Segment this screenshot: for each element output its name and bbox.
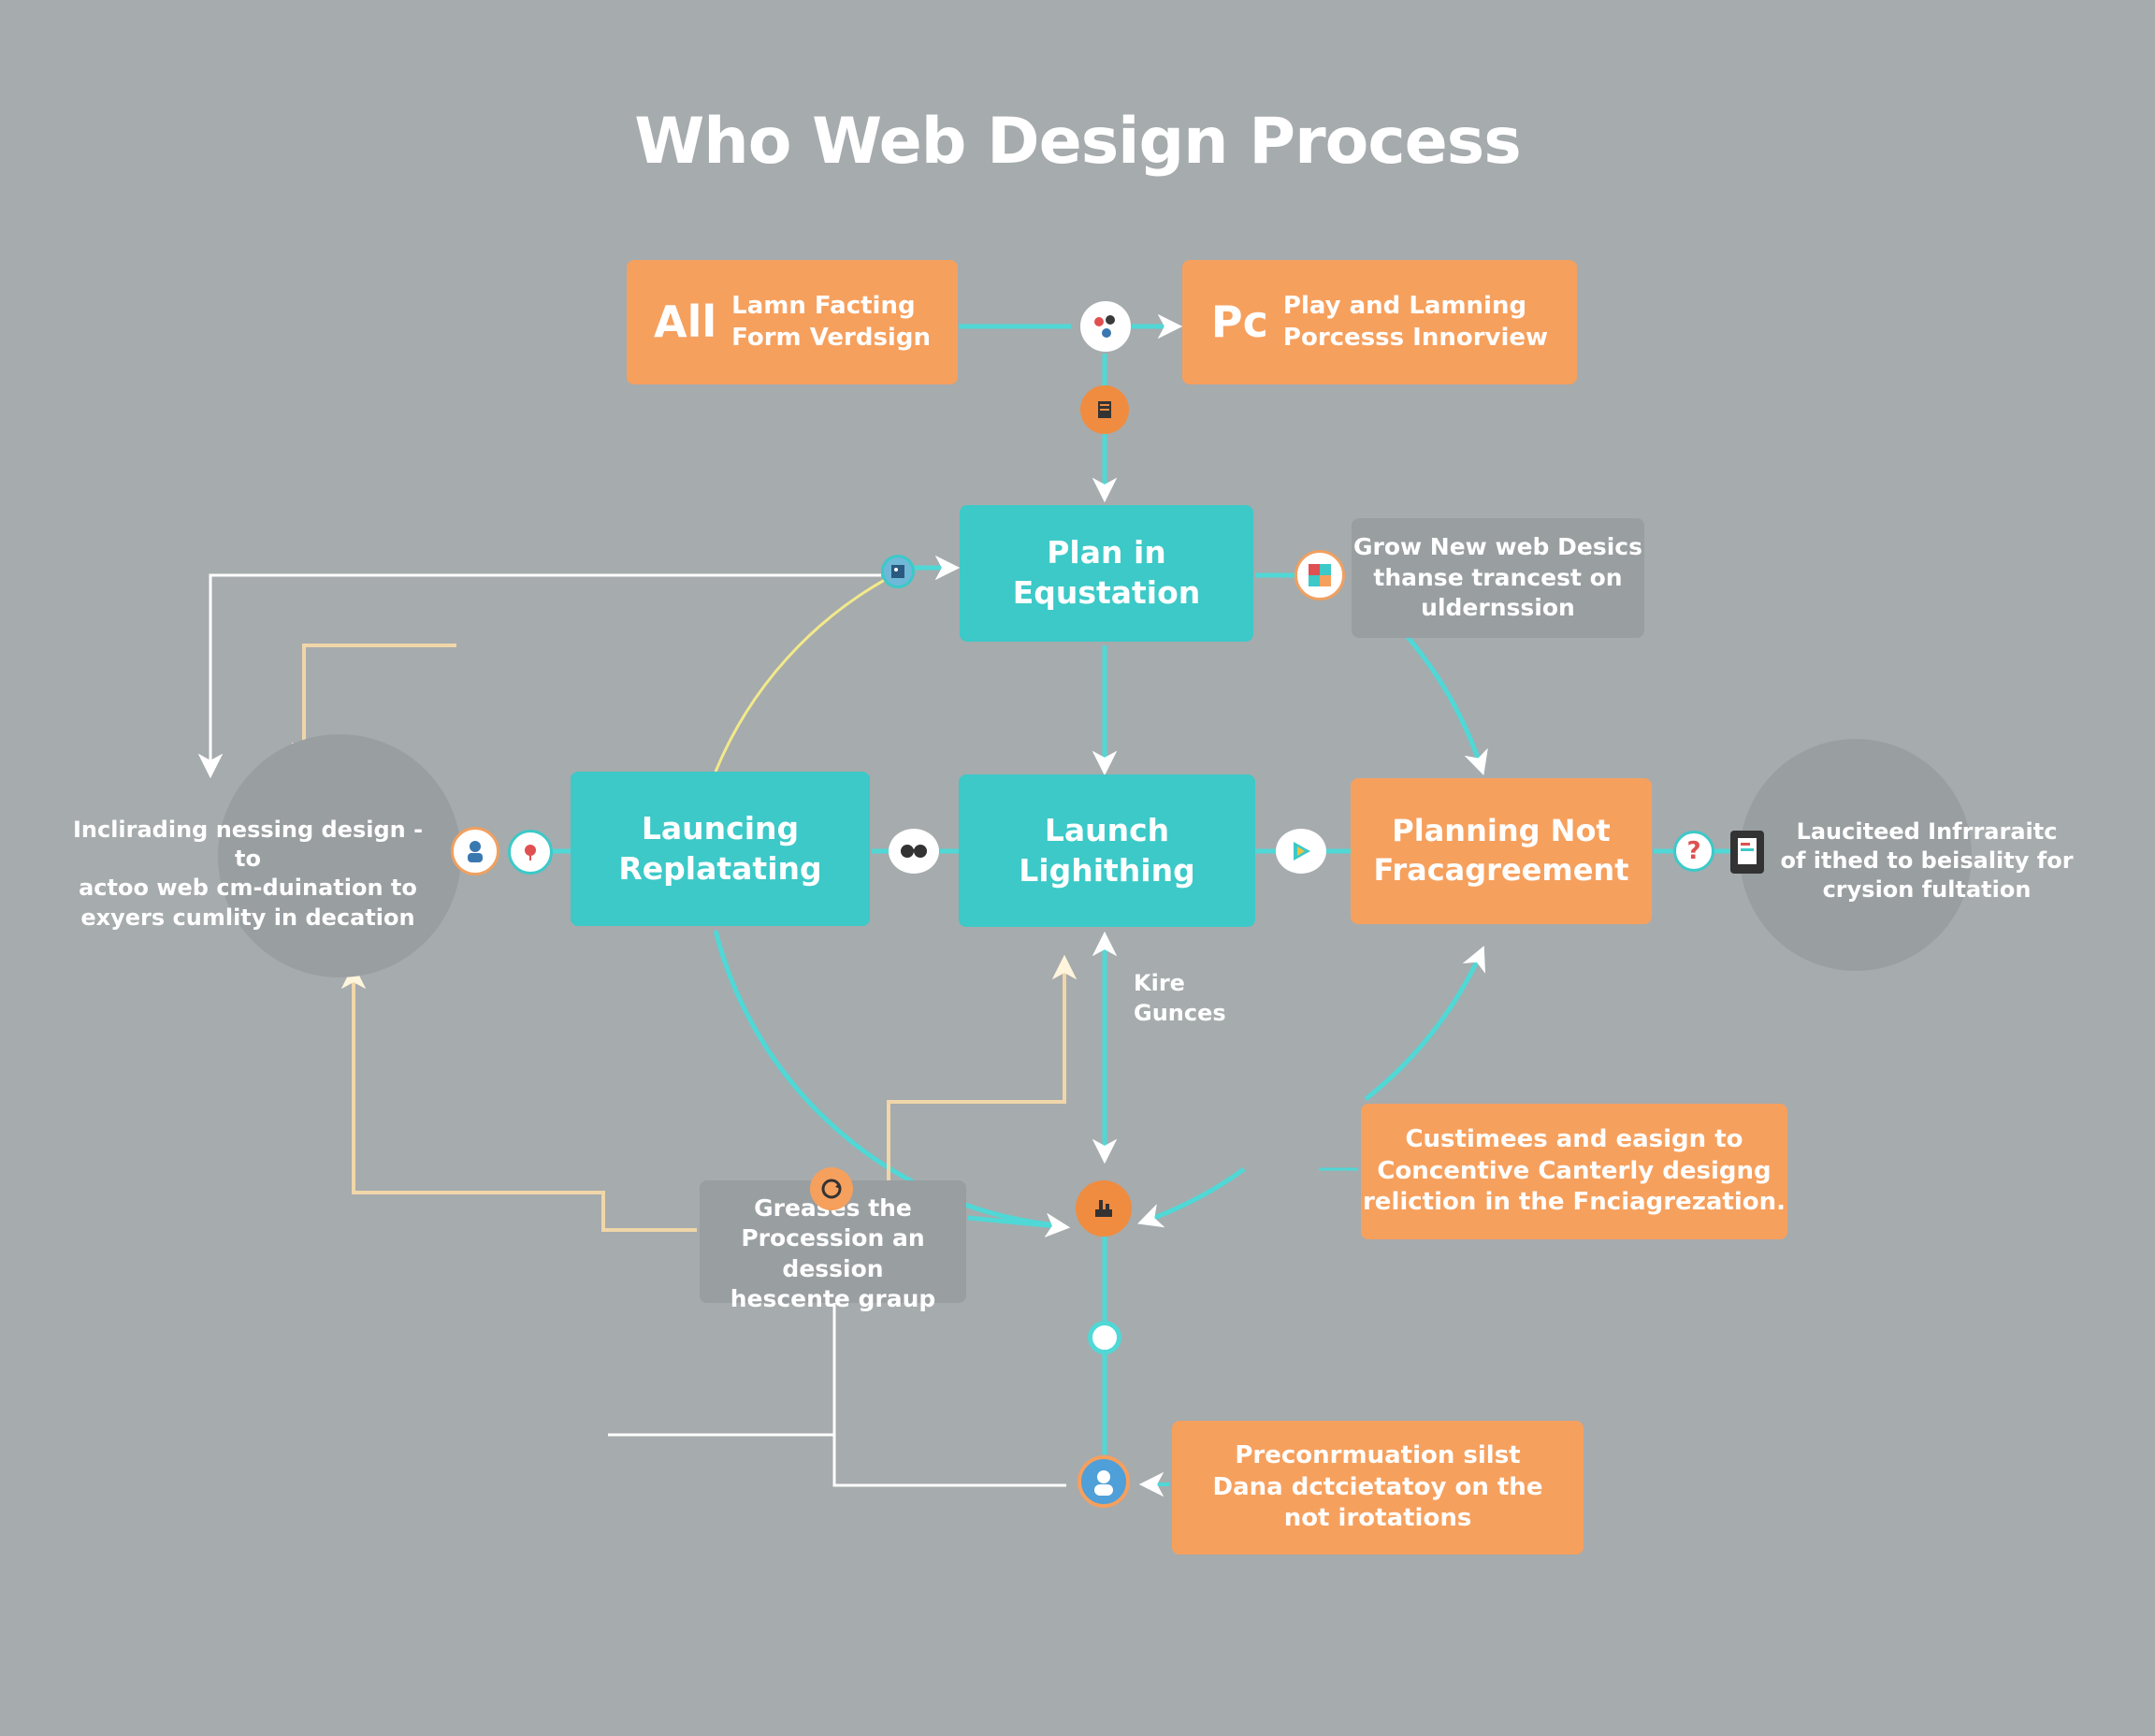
picture-icon[interactable] [881,555,915,588]
top-left-prefix: All [654,296,717,347]
launching-box[interactable]: Launcing Replatating [571,772,870,926]
launching-text: Launcing Replatating [618,809,822,887]
grow-box[interactable]: Grow New web Desics thanse trancest on u… [1352,518,1644,638]
planning-box[interactable]: Planning Not Fracagreement [1351,778,1652,924]
user-avatar-icon[interactable] [1078,1455,1130,1508]
planning-text: Planning Not Fracagreement [1373,813,1629,888]
right-circle-text: Lauciteed Infrraraitc of ithed to beisal… [1780,818,2074,904]
dot-icon[interactable] [1088,1321,1121,1354]
greases-text: Greases the Procession an dession hescen… [730,1194,936,1313]
top-right-box[interactable]: Pc Play and Lamning Porcesss Innorview [1182,260,1577,384]
precon-box[interactable]: Preconrmuation silst Dana dctcietatoy on… [1172,1421,1584,1555]
kire-label: Kire Gunces [1134,970,1226,1027]
tablet-icon[interactable] [1730,831,1764,874]
play-icon[interactable] [1276,829,1326,874]
question-icon[interactable]: ? [1673,831,1714,872]
launch-text: Launch Lighithing [1019,811,1195,889]
launch-box[interactable]: Launch Lighithing [959,774,1255,927]
refresh-icon[interactable] [810,1167,853,1210]
customers-box[interactable]: Custimees and easign to Concentive Cante… [1361,1104,1787,1239]
glasses-icon[interactable] [889,829,939,874]
left-circle-text: Inclirading nessing design - to actoo we… [72,817,424,931]
people-group-icon[interactable] [1080,301,1131,352]
customers-text: Custimees and easign to Concentive Cante… [1362,1124,1786,1217]
color-palette-icon[interactable] [1294,550,1345,600]
top-right-prefix: Pc [1210,296,1268,347]
left-circle [218,734,461,977]
plan-box[interactable]: Plan in Equstation [960,505,1253,642]
person-icon[interactable] [451,827,499,875]
top-left-text: Lamn Facting Form Verdsign [731,291,931,352]
right-circle [1740,739,1972,971]
top-right-text: Play and Lamning Porcesss Innorview [1282,291,1549,352]
top-left-box[interactable]: All Lamn Facting Form Verdsign [627,260,958,384]
map-pin-icon[interactable] [508,830,553,875]
precon-text: Preconrmuation silst Dana dctcietatoy on… [1212,1440,1543,1533]
grow-text: Grow New web Desics thanse trancest on u… [1352,533,1642,622]
tools-icon[interactable] [1076,1180,1132,1237]
page-title: Who Web Design Process [634,105,1521,179]
plan-text: Plan in Equstation [1012,534,1201,611]
document-stack-icon[interactable] [1080,385,1129,434]
